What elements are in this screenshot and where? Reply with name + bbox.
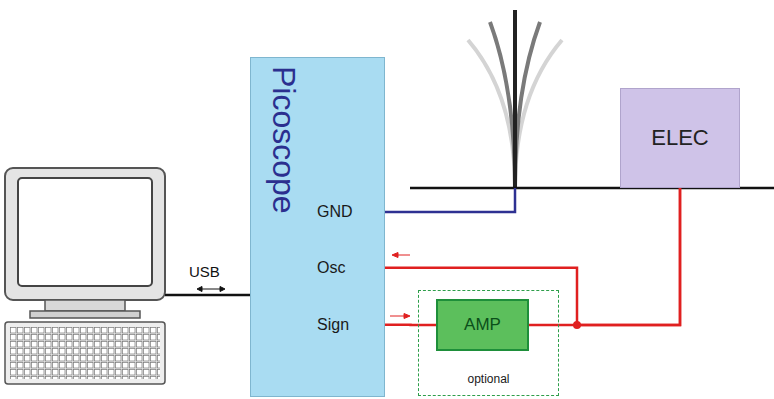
device-name: Picoscope bbox=[266, 66, 301, 214]
usb-double-arrow bbox=[197, 287, 225, 292]
pin-name: Osc bbox=[317, 259, 345, 277]
monitor-base bbox=[30, 311, 140, 318]
fork-mid bbox=[515, 22, 540, 188]
usb-cable bbox=[165, 294, 250, 297]
wire-line bbox=[385, 188, 680, 325]
box-label: AMP bbox=[464, 316, 501, 335]
box-label: ELEC bbox=[651, 126, 708, 150]
fork-light bbox=[468, 40, 515, 188]
elec-box: ELEC bbox=[620, 88, 740, 188]
monitor-stand bbox=[45, 300, 125, 311]
fork-tine bbox=[513, 10, 517, 188]
wire-line bbox=[529, 188, 680, 325]
keyboard bbox=[5, 322, 165, 384]
sign-direction-arrow bbox=[390, 314, 410, 319]
fork-light bbox=[515, 40, 562, 188]
junction-dot bbox=[573, 321, 581, 329]
optional-region: optional AMP bbox=[418, 290, 559, 396]
pin-name: GND bbox=[317, 203, 353, 221]
monitor bbox=[5, 168, 165, 300]
signal-wire bbox=[529, 188, 680, 325]
ground-wire bbox=[385, 188, 515, 212]
region-label: optional bbox=[419, 373, 558, 386]
keyboard-keys bbox=[10, 327, 160, 379]
signal-wire bbox=[385, 324, 436, 325]
wire-line bbox=[385, 324, 436, 327]
screen bbox=[18, 178, 152, 286]
amp-box: AMP bbox=[436, 299, 529, 351]
picoscope-box: PicoscopeGND OscSign bbox=[250, 57, 385, 397]
signal-wire bbox=[385, 188, 680, 325]
cable-label: USB bbox=[189, 263, 220, 280]
pin-name: Sign bbox=[317, 316, 349, 334]
fork-mid bbox=[490, 22, 515, 188]
osc-direction-arrow bbox=[392, 253, 410, 258]
